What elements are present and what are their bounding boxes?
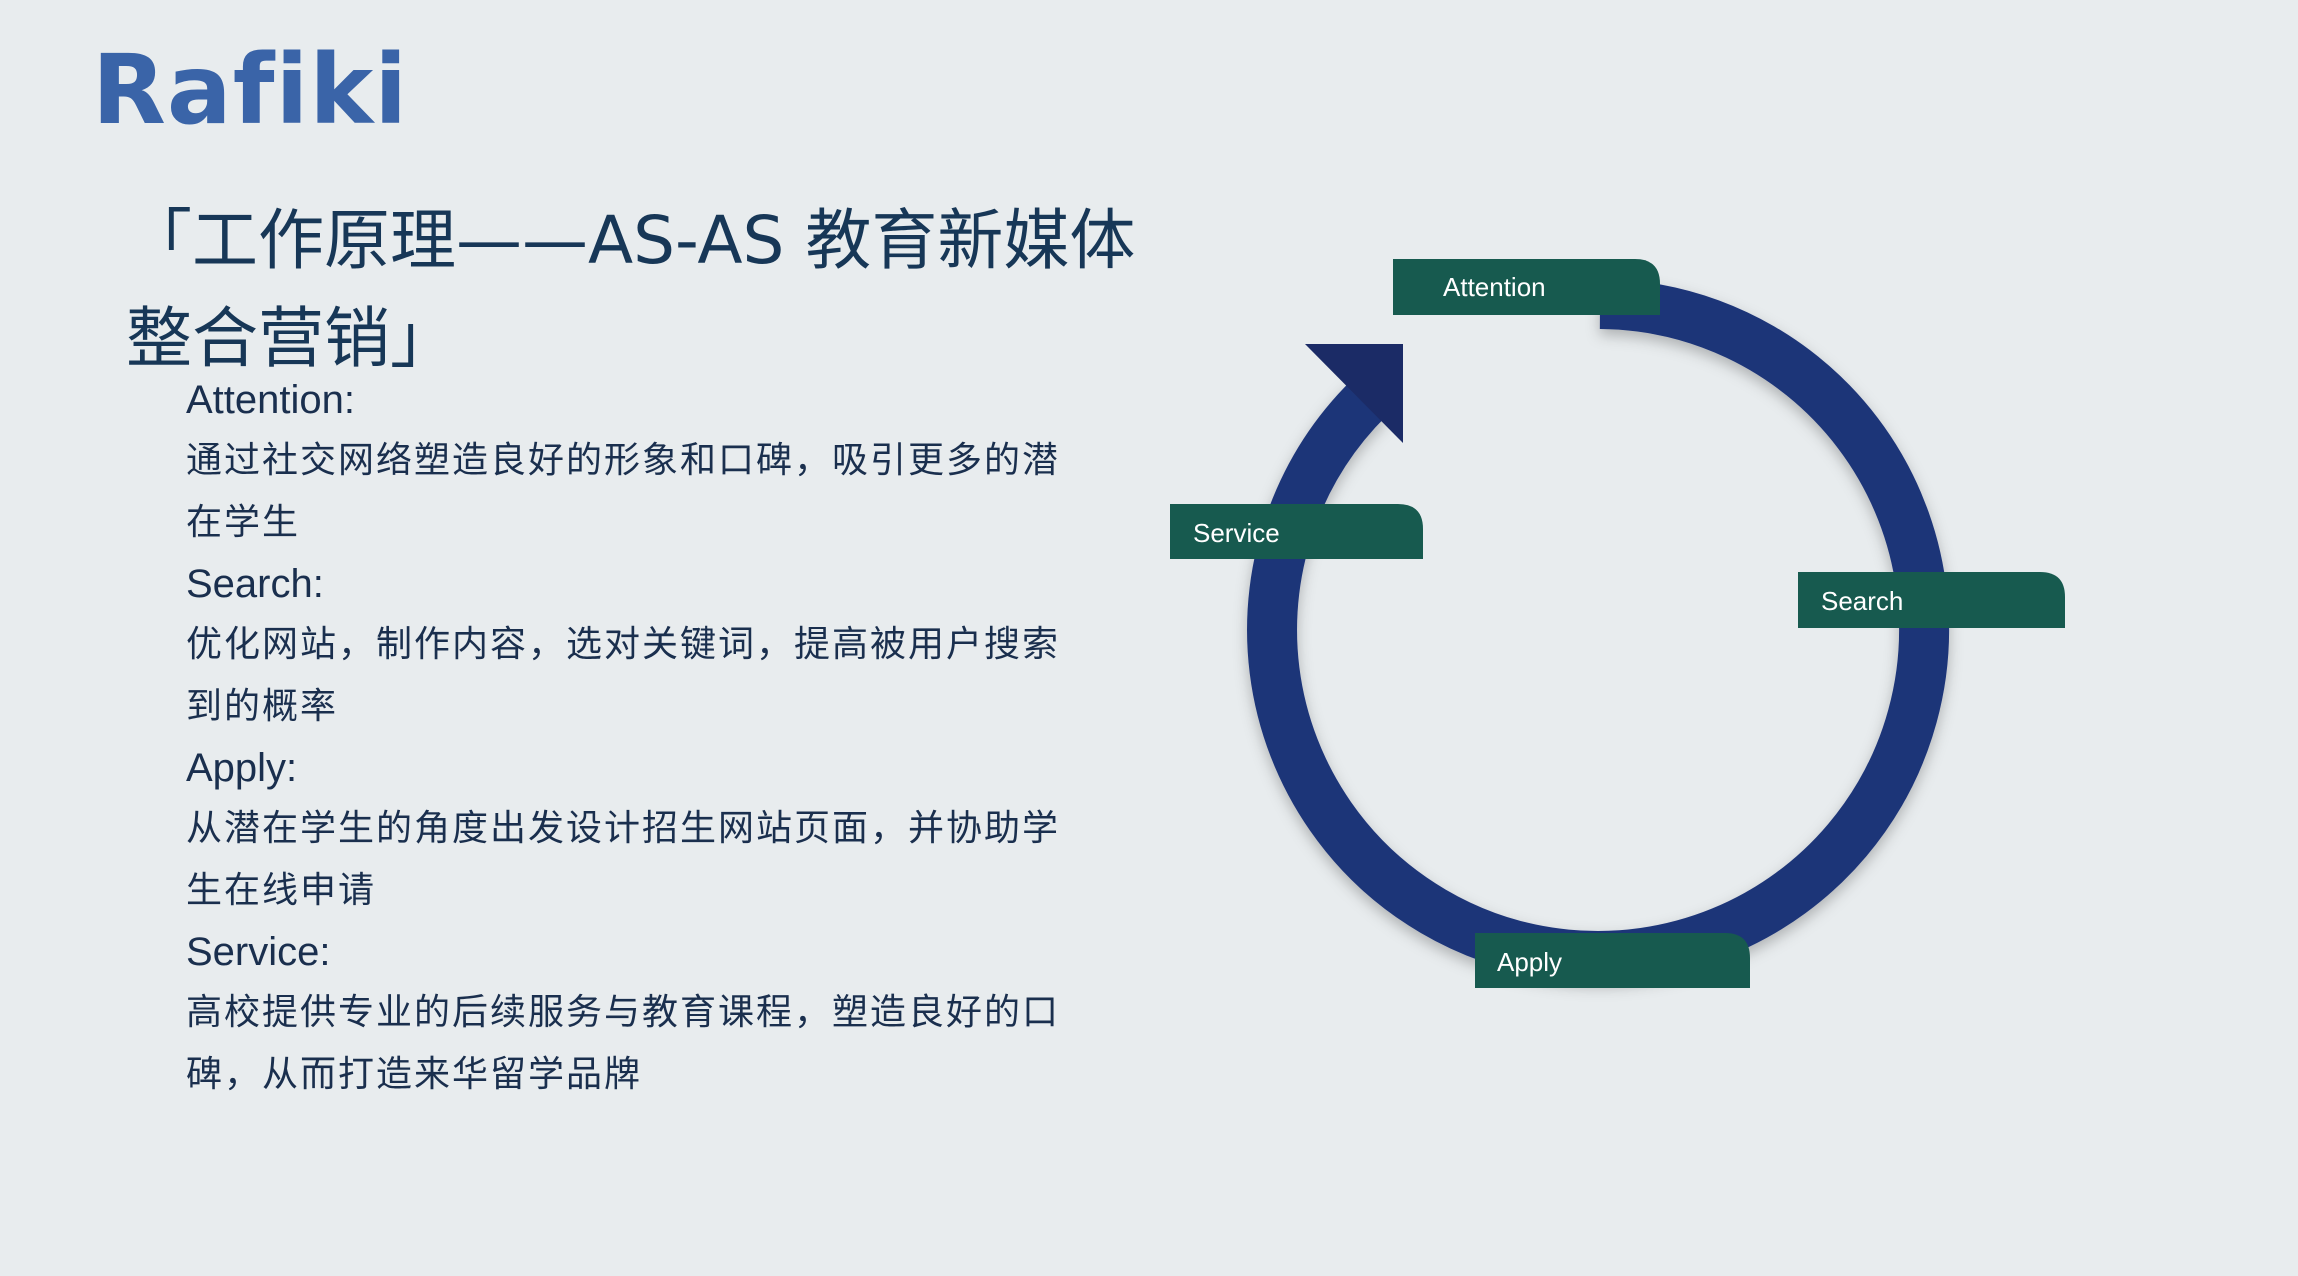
- step-heading: Apply:: [186, 746, 298, 790]
- rafiki-logo: Rafiki: [92, 34, 409, 146]
- step-apply: Apply: 从潜在学生的角度出发设计招生网站页面，并协助学生在线申请: [186, 738, 1086, 922]
- tag-apply: Apply: [1475, 933, 1750, 988]
- step-service: Service: 高校提供专业的后续服务与教育课程，塑造良好的口碑，从而打造来华…: [186, 922, 1086, 1106]
- step-description: 优化网站，制作内容，选对关键词，提高被用户搜索到的概率: [186, 624, 1061, 727]
- tag-search: Search: [1798, 572, 2065, 628]
- step-search: Search: 优化网站，制作内容，选对关键词，提高被用户搜索到的概率: [186, 554, 1086, 738]
- tag-search-label: Search: [1821, 586, 1903, 616]
- cycle-ring: [1247, 279, 1950, 981]
- step-list: Attention: 通过社交网络塑造良好的形象和口碑，吸引更多的潜在学生 Se…: [186, 370, 1086, 1106]
- tag-service: Service: [1170, 504, 1423, 559]
- page-title: 「工作原理——AS-AS 教育新媒体整合营销」: [126, 202, 1136, 377]
- step-description: 从潜在学生的角度出发设计招生网站页面，并协助学生在线申请: [186, 808, 1061, 911]
- step-description: 高校提供专业的后续服务与教育课程，塑造良好的口碑，从而打造来华留学品牌: [186, 992, 1061, 1095]
- tag-service-label: Service: [1193, 518, 1280, 548]
- step-heading: Search:: [186, 562, 324, 606]
- cycle-arrowhead-icon: [1305, 344, 1403, 443]
- step-heading: Service:: [186, 930, 331, 974]
- step-description: 通过社交网络塑造良好的形象和口碑，吸引更多的潜在学生: [186, 440, 1061, 543]
- step-attention: Attention: 通过社交网络塑造良好的形象和口碑，吸引更多的潜在学生: [186, 370, 1086, 554]
- tag-apply-label: Apply: [1497, 947, 1562, 977]
- tag-attention-label: Attention: [1443, 272, 1546, 302]
- step-heading: Attention:: [186, 378, 356, 422]
- tag-attention: Attention: [1393, 259, 1660, 315]
